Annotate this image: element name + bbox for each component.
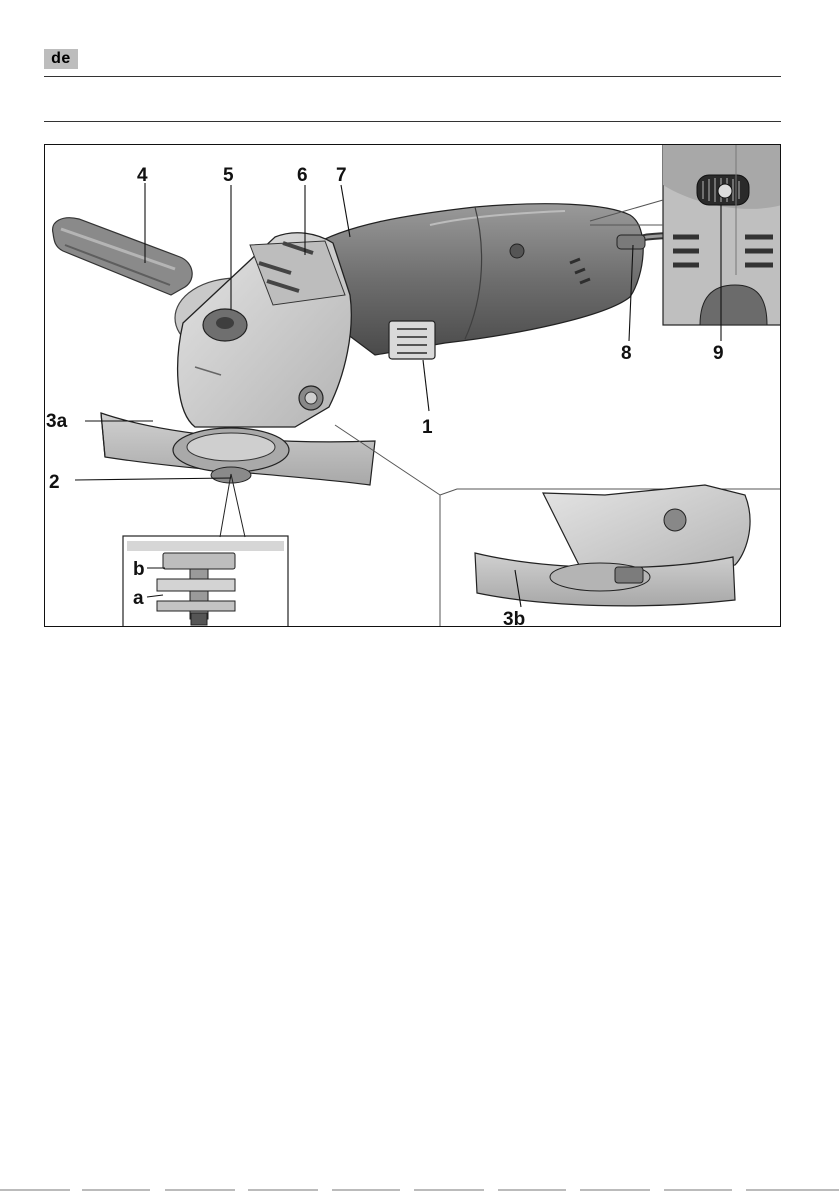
callout-8: 8 (621, 343, 632, 364)
motor-housing (310, 204, 643, 355)
angle-grinder-figure: 3a 2 4 5 6 7 8 9 1 b a 3b (44, 144, 781, 627)
language-badge: de (44, 49, 78, 69)
callout-7: 7 (336, 165, 347, 186)
callout-6: 6 (297, 165, 308, 186)
on-off-switch (389, 321, 435, 359)
header-rule-top (44, 76, 781, 77)
callout-3b: 3b (503, 609, 525, 627)
callout-b: b (133, 559, 145, 580)
callout-1: 1 (422, 417, 433, 438)
callout-a: a (133, 588, 144, 609)
angle-grinder-illustration: 3a 2 4 5 6 7 8 9 1 b a 3b (45, 145, 781, 627)
auxiliary-handle (53, 218, 193, 295)
page-footer-marks (0, 1188, 839, 1193)
header-rule-bottom (44, 121, 781, 122)
guard-3b-inset (335, 425, 781, 627)
callout-2: 2 (49, 472, 60, 493)
callout-5: 5 (223, 165, 234, 186)
spindle-lock-button (203, 309, 247, 341)
callout-3a: 3a (46, 411, 68, 432)
callout-4: 4 (137, 165, 148, 186)
flange-detail-inset (123, 474, 288, 627)
callout-9: 9 (713, 343, 724, 364)
